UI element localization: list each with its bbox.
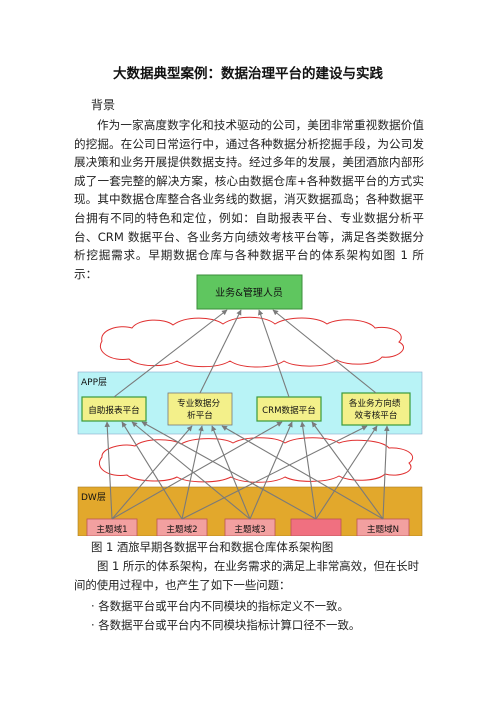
domain-n-label: 主题域N (367, 523, 399, 535)
arrows-domains-to-apps (104, 421, 390, 520)
app-analysis (167, 392, 233, 426)
app-kpi-label: 各业务方向绩 效考核平台 (349, 397, 403, 421)
architecture-diagram: 业务&管理人员 APP层 自助报表平台 专业数据分 析平台 CRM数据平台 各业… (77, 274, 423, 536)
domain-2-label: 主题域2 (166, 523, 197, 535)
cloud-bottom (99, 437, 414, 483)
figure-caption: 图 1 酒旅早期各数据平台和数据仓库体系架构图 (91, 540, 334, 554)
dw-layer-label: DW层 (81, 492, 106, 503)
app-analysis-label: 专业数据分 析平台 (177, 397, 223, 421)
intro-paragraph: 作为一家高度数字化和技术驱动的公司，美团非常重视数据价值的挖掘。在公司日常运行中… (74, 118, 424, 281)
users-box (196, 274, 303, 310)
bullet-item: · 各数据平台或平台内不同模块的指标定义不一致。 (91, 599, 349, 613)
domain-4 (290, 518, 342, 536)
document-title: 大数据典型案例：数据治理平台的建设与实践 (113, 66, 383, 82)
app-layer-label: APP层 (81, 377, 107, 388)
arrows-apps-to-users (113, 309, 377, 398)
app-self-report-label: 自助报表平台 (88, 404, 140, 416)
users-box-label: 业务&管理人员 (215, 286, 283, 299)
domain-1-label: 主题域1 (96, 523, 127, 535)
section-heading: 背景 (91, 98, 116, 112)
followup-paragraph: 图 1 所示的体系架构，在业务需求的满足上非常高效，但在长时间的使用过程中，也产… (74, 559, 420, 592)
domain-3-label: 主题域3 (234, 523, 265, 535)
bullet-item: · 各数据平台或平台内不同模块指标计算口径不一致。 (91, 618, 361, 632)
app-crm-label: CRM数据平台 (262, 404, 316, 416)
cloud-top (99, 316, 405, 368)
